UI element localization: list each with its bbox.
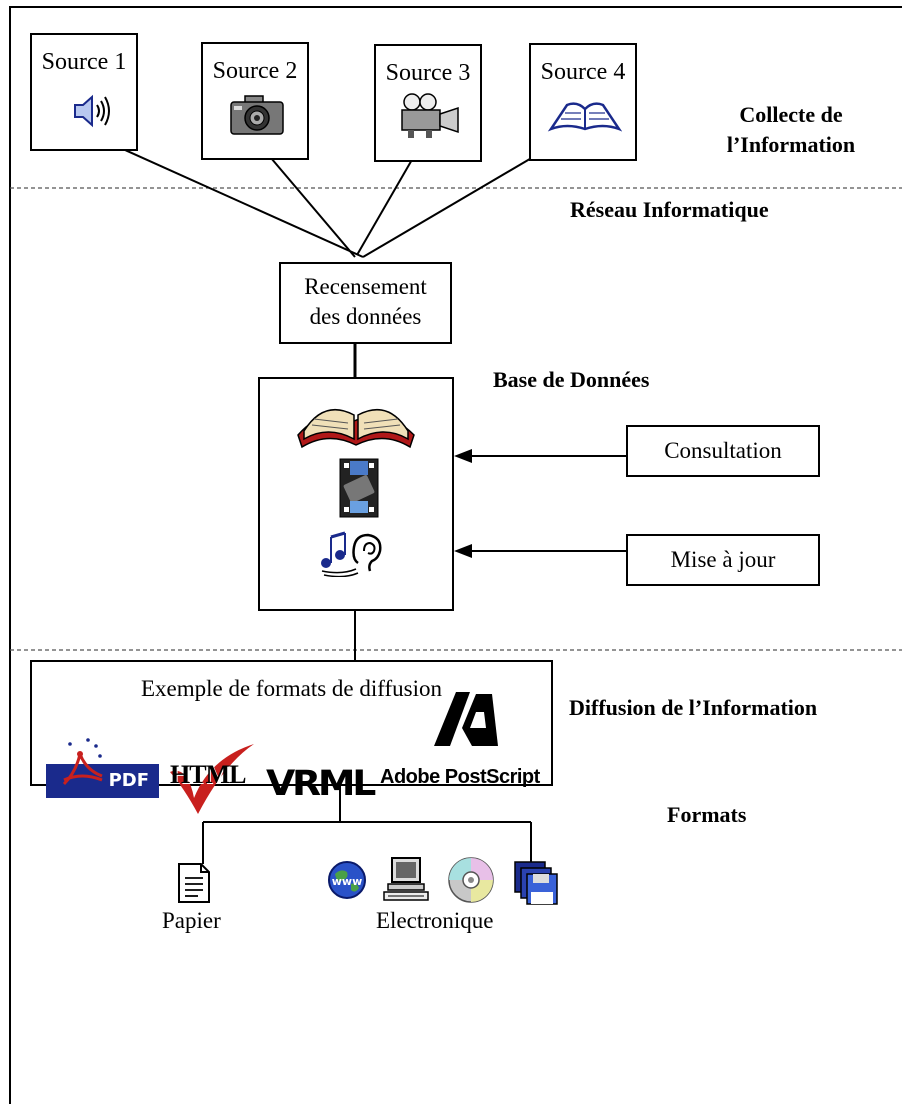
consultation-box: Consultation bbox=[626, 425, 820, 477]
mise-a-jour-label: Mise à jour bbox=[670, 547, 776, 572]
vrml-logo-text: VRML bbox=[266, 764, 376, 804]
connector-source3 bbox=[356, 150, 418, 256]
postscript-logo: Adobe PostScript bbox=[380, 692, 550, 798]
camera-icon bbox=[230, 95, 284, 135]
connector-source1 bbox=[124, 149, 364, 258]
svg-text:www: www bbox=[332, 875, 363, 888]
mise-a-jour-box: Mise à jour bbox=[626, 534, 820, 586]
film-video-icon bbox=[339, 458, 379, 518]
electronique-label: Electronique bbox=[376, 908, 494, 933]
arrowhead-consultation bbox=[454, 449, 472, 463]
book-icon bbox=[297, 408, 415, 449]
acrobat-icon bbox=[62, 738, 103, 786]
connector-source4 bbox=[362, 152, 541, 258]
section-base: Base de Données bbox=[493, 367, 650, 392]
papier-label: Papier bbox=[162, 908, 221, 933]
adobe-postscript-icon bbox=[434, 692, 498, 746]
computer-icon bbox=[383, 857, 429, 901]
document-icon bbox=[178, 863, 210, 903]
consultation-label: Consultation bbox=[664, 438, 782, 463]
open-book-icon bbox=[547, 102, 623, 132]
arrowhead-mise-a-jour bbox=[454, 544, 472, 558]
section-reseau: Réseau Informatique bbox=[570, 197, 769, 222]
source-1-label: Source 1 bbox=[41, 49, 127, 75]
pdf-logo-text: PDF bbox=[108, 770, 149, 791]
recensement-box: Recensement des données bbox=[279, 262, 452, 344]
music-ear-icon bbox=[321, 531, 382, 577]
source-3-box: Source 3 bbox=[374, 44, 482, 162]
section-collecte-line1: Collecte de bbox=[739, 102, 843, 127]
pdf-logo: PDF bbox=[46, 738, 159, 798]
diffusion-box: Exemple de formats de diffusion PDF HTML… bbox=[30, 660, 553, 814]
speaker-icon bbox=[74, 94, 110, 128]
cd-icon bbox=[448, 857, 494, 903]
checkmark-icon bbox=[170, 744, 254, 814]
recensement-line2: des données bbox=[309, 304, 422, 329]
vrml-logo: VRML bbox=[266, 764, 382, 804]
video-camera-icon bbox=[401, 93, 459, 138]
postscript-logo-text: Adobe PostScript bbox=[380, 766, 540, 788]
source-4-label: Source 4 bbox=[540, 59, 626, 85]
source-3-label: Source 3 bbox=[385, 60, 471, 86]
html-logo-text: HTML bbox=[170, 760, 246, 789]
source-4-box: Source 4 bbox=[529, 43, 637, 161]
database-box bbox=[258, 377, 454, 611]
html-logo: HTML bbox=[168, 742, 288, 816]
www-globe-icon: www bbox=[328, 861, 366, 899]
diffusion-title: Exemple de formats de diffusion bbox=[140, 676, 443, 701]
outer-frame bbox=[9, 6, 902, 1104]
connector-source2 bbox=[259, 144, 356, 258]
recensement-line1: Recensement bbox=[304, 274, 427, 299]
source-2-label: Source 2 bbox=[212, 58, 298, 84]
section-collecte-line2: l’Information bbox=[726, 132, 856, 157]
source-2-box: Source 2 bbox=[201, 42, 309, 160]
source-1-box: Source 1 bbox=[30, 33, 138, 151]
floppy-disks-icon bbox=[514, 861, 558, 905]
section-diffusion: Diffusion de l’Information bbox=[569, 695, 818, 720]
section-formats: Formats bbox=[667, 802, 747, 827]
section-collecte: Collecte de l’Information bbox=[716, 100, 866, 160]
